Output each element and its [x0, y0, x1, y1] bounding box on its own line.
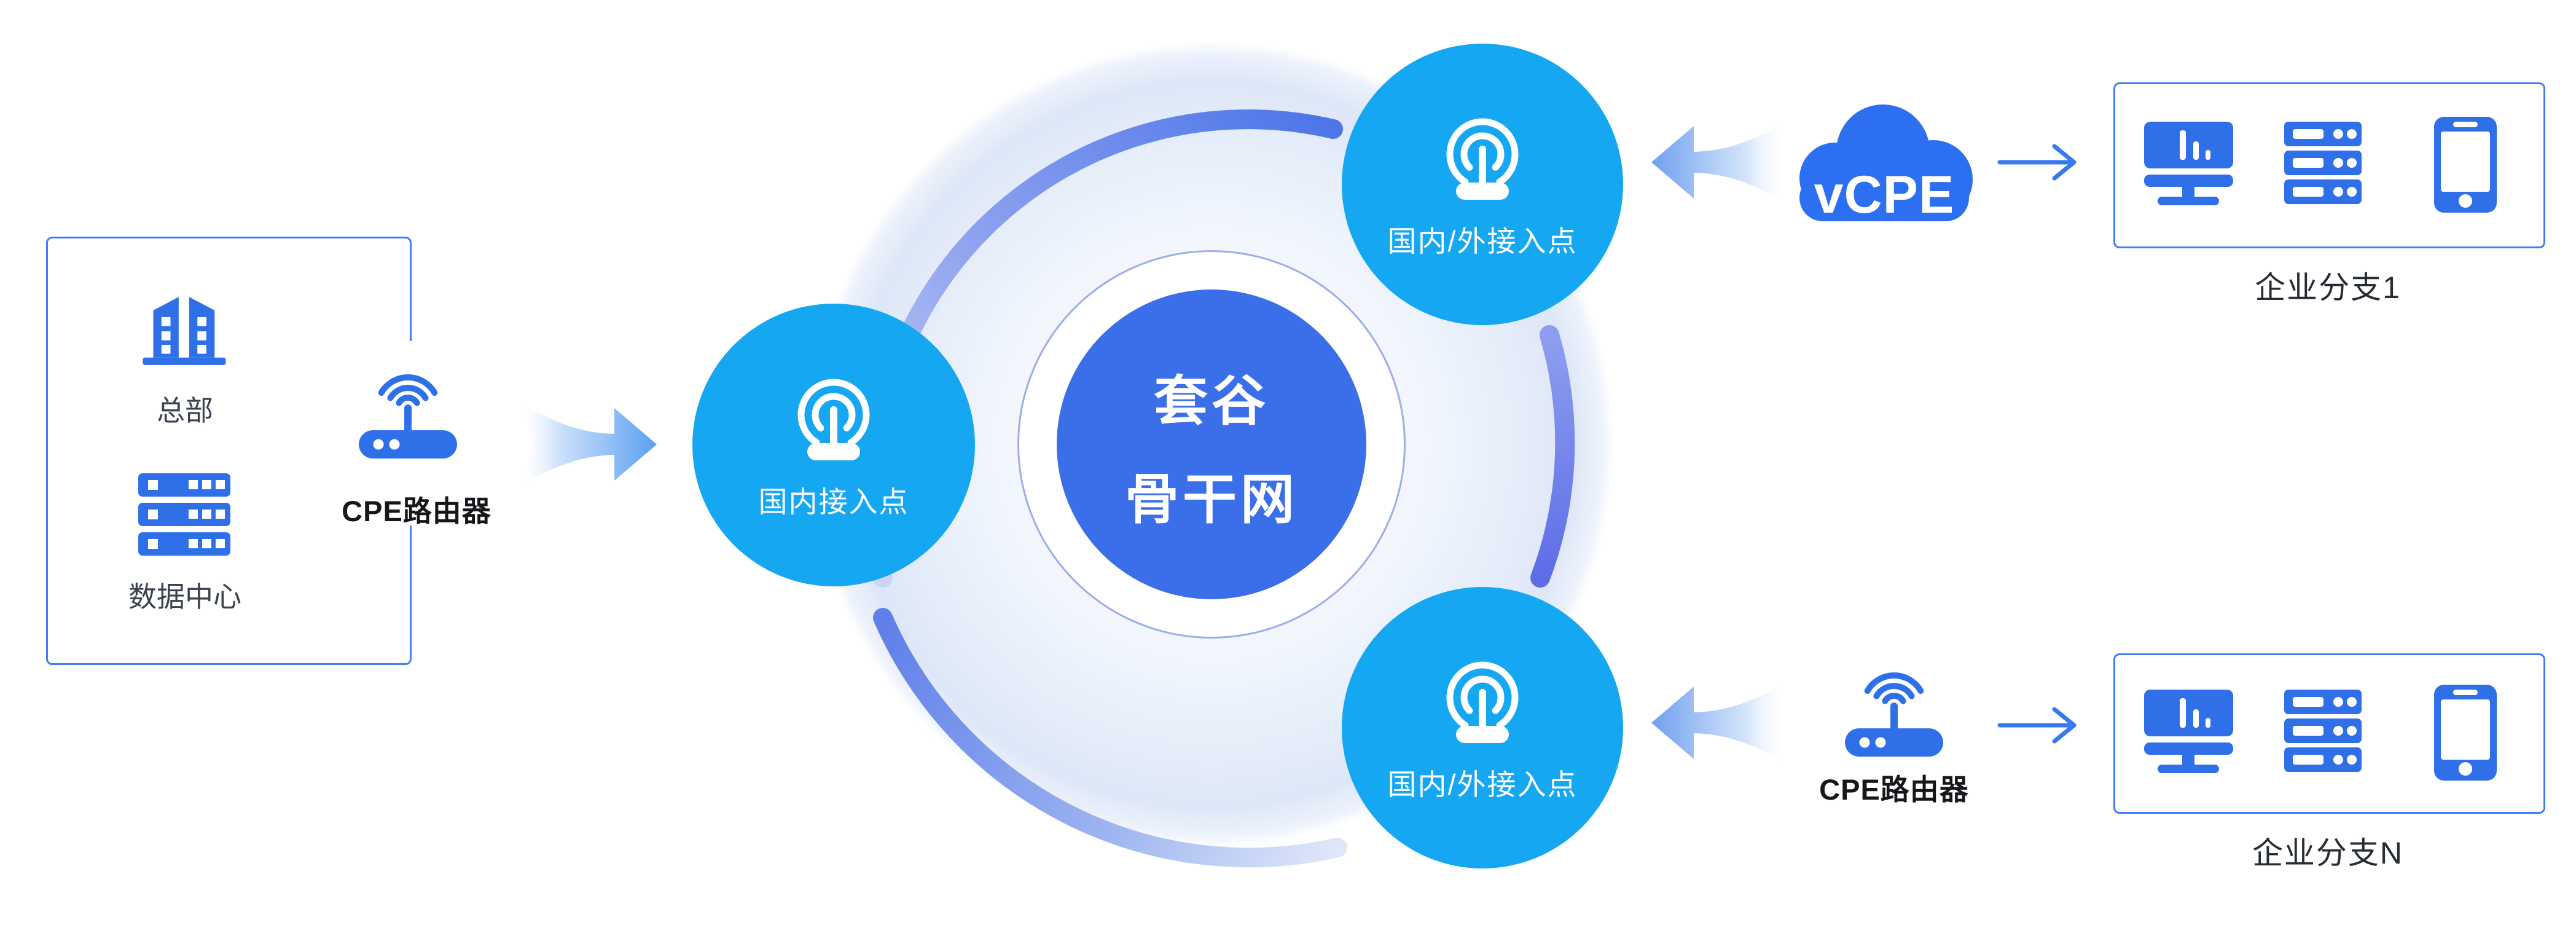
- flow-arrow-hq-to-access: [520, 403, 657, 486]
- access-point-top-label: 国内/外接入点: [1387, 225, 1578, 258]
- vcpe-label: vCPE: [1814, 165, 1955, 224]
- cpe-router-bottom-label: CPE路由器: [1819, 773, 1969, 806]
- thin-arrow-to-branch1: [1997, 144, 2077, 181]
- access-point-top: 国内/外接入点: [1342, 44, 1623, 325]
- branchN-label: 企业分支N: [2252, 836, 2404, 870]
- broadcast-icon: [1446, 118, 1519, 200]
- server-rack-icon: [2284, 690, 2362, 772]
- access-point-left-label: 国内接入点: [758, 486, 909, 518]
- datacenter-label: 数据中心: [128, 581, 241, 613]
- backbone-title-line1: 套谷: [1153, 371, 1269, 431]
- access-point-bottom-label: 国内/外接入点: [1387, 768, 1578, 801]
- cloud-icon: [1799, 104, 1973, 221]
- broadcast-icon: [1446, 661, 1519, 743]
- cpe-router-left-label: CPE路由器: [342, 495, 491, 527]
- wifi-router-icon: [359, 374, 457, 459]
- broadcast-icon: [797, 379, 870, 460]
- wifi-router-icon: [1845, 672, 1943, 757]
- smartphone-icon: [2434, 685, 2497, 781]
- smartphone-icon: [2434, 117, 2497, 213]
- flow-arrow-router-to-access: [1651, 681, 1788, 765]
- hq-label: 总部: [157, 395, 213, 427]
- server-rack-icon: [2284, 122, 2362, 204]
- vcpe-cloud: vCPE: [1781, 92, 1987, 243]
- datacenter-server-icon: [138, 473, 230, 556]
- ring-arc-right: [1530, 325, 1575, 588]
- desktop-monitor-icon: [2144, 122, 2233, 205]
- ring-arc-bottom: [873, 608, 1347, 868]
- backbone-title-line2: 骨干网: [1124, 469, 1298, 530]
- flow-arrow-cloud-to-access: [1651, 120, 1788, 204]
- desktop-monitor-icon: [2144, 690, 2233, 773]
- access-point-bottom: 国内/外接入点: [1342, 587, 1623, 868]
- backbone-core-circle: 套谷 骨干网: [1057, 289, 1366, 599]
- branch1-label: 企业分支1: [2255, 270, 2401, 305]
- building-icon: [143, 297, 226, 365]
- thin-arrow-to-branchN: [1997, 707, 2077, 744]
- access-point-left: 国内接入点: [692, 304, 975, 586]
